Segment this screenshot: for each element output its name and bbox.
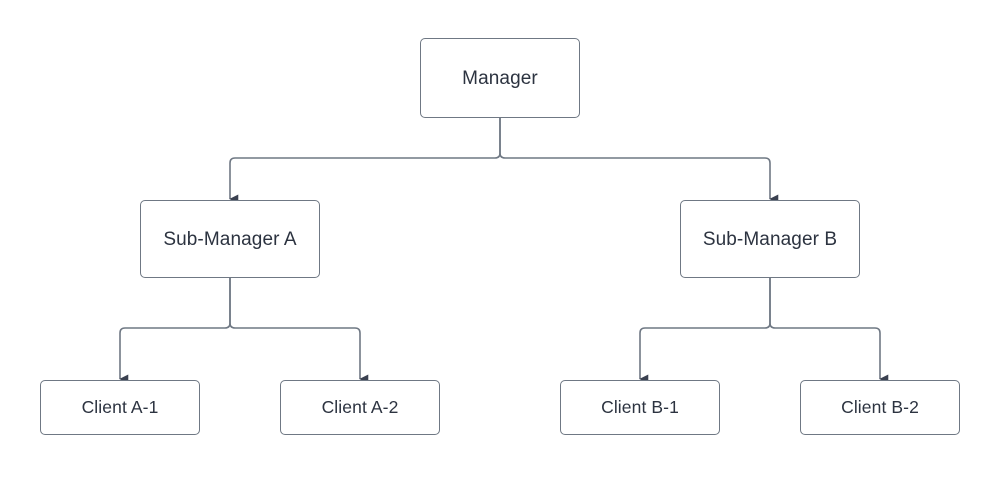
edge-manager-to-sub-manager-b: [499, 118, 779, 204]
node-manager-label: Manager: [462, 67, 538, 89]
edge-sub-manager-b-to-client-b-2: [769, 278, 889, 384]
node-sub-manager-a[interactable]: Sub-Manager A: [140, 200, 320, 278]
edge-sub-manager-a-to-client-a-1: [119, 278, 231, 384]
node-sub-manager-a-label: Sub-Manager A: [163, 228, 297, 250]
node-client-b-2-label: Client B-2: [841, 396, 919, 417]
node-manager[interactable]: Manager: [420, 38, 580, 118]
node-client-b-2[interactable]: Client B-2: [800, 380, 960, 435]
node-client-b-1-label: Client B-1: [601, 396, 679, 417]
node-client-a-1[interactable]: Client A-1: [40, 380, 200, 435]
node-sub-manager-b[interactable]: Sub-Manager B: [680, 200, 860, 278]
node-client-a-2[interactable]: Client A-2: [280, 380, 440, 435]
edge-sub-manager-a-to-client-a-2: [229, 278, 369, 384]
node-sub-manager-b-label: Sub-Manager B: [702, 228, 838, 250]
edge-sub-manager-b-to-client-b-1: [639, 278, 771, 384]
node-client-a-2-label: Client A-2: [321, 396, 399, 417]
node-client-b-1[interactable]: Client B-1: [560, 380, 720, 435]
node-client-a-1-label: Client A-1: [81, 396, 159, 417]
edge-manager-to-sub-manager-a: [229, 118, 501, 204]
